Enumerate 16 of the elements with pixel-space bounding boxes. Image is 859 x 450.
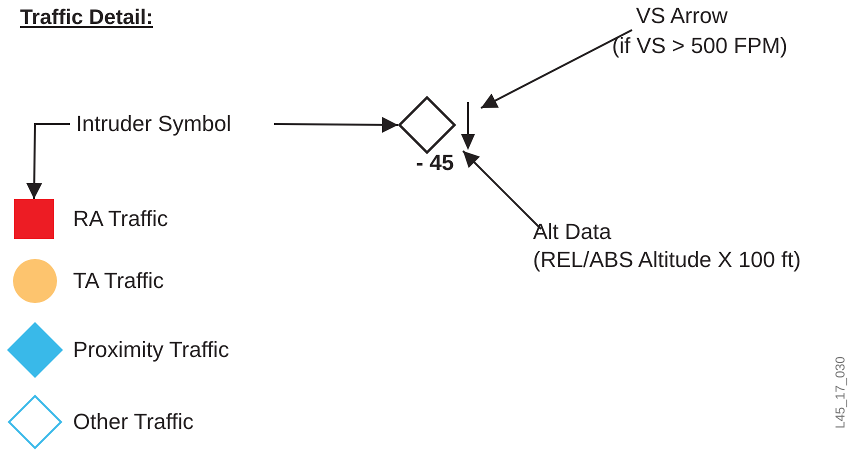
altitude-value: - 45 [416,149,455,177]
leader-arrow [462,150,542,230]
callout-label: Intruder Symbol [76,110,232,138]
legend-label: TA Traffic [73,267,164,295]
figure-id: L45_17_030 [832,356,848,431]
heading: Traffic Detail: [20,6,154,30]
leader-arrow [274,116,398,133]
callout-note: (REL/ABS Altitude X 100 ft) [533,246,802,274]
leader-arrow [480,29,632,109]
callout-label: VS Arrow [636,2,728,30]
leader-arrow [26,123,70,200]
callout-label: Alt Data [533,218,612,246]
legend-label: Other Traffic [73,408,194,436]
legend-label: RA Traffic [73,205,168,233]
legend-label: Proximity Traffic [73,336,230,364]
callout-note: (if VS > 500 FPM) [612,32,788,60]
